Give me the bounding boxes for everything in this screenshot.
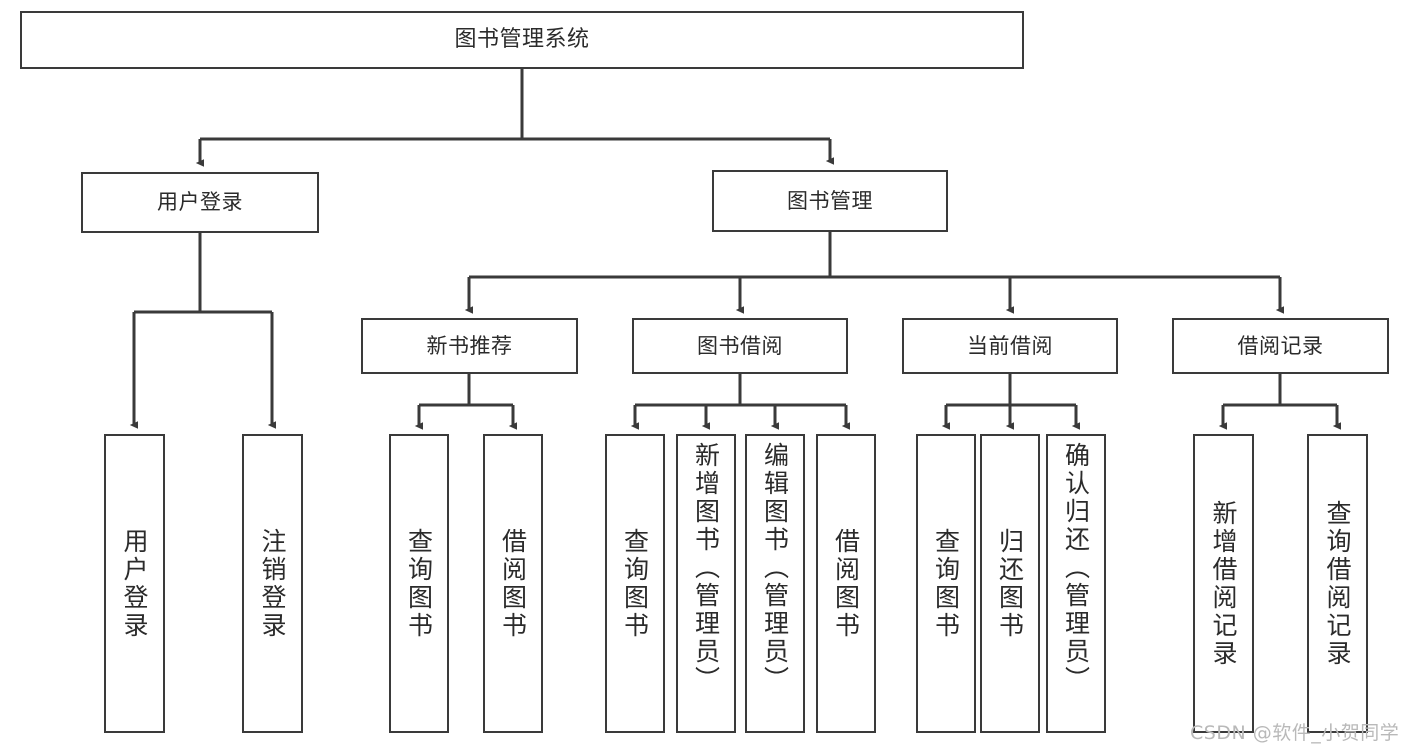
node-leaf_user_login[interactable]: 用户登录: [104, 434, 165, 733]
node-leaf_add_record-label: 新增借阅记录: [1209, 499, 1238, 668]
node-current_borrow-label: 当前借阅: [967, 333, 1053, 358]
node-book_borrow-label: 图书借阅: [697, 333, 783, 358]
node-leaf_borrow_book_1-label: 借阅图书: [498, 527, 528, 640]
node-leaf_query_record[interactable]: 查询借阅记录: [1307, 434, 1368, 733]
node-new_book_rec-label: 新书推荐: [426, 333, 513, 358]
csdn-watermark: CSDN @软件_小贺同学: [1190, 722, 1400, 744]
node-current_borrow[interactable]: 当前借阅: [902, 318, 1118, 374]
node-leaf_confirm_return[interactable]: 确认归还（管理员）: [1046, 434, 1106, 733]
node-leaf_query_book_3[interactable]: 查询图书: [916, 434, 976, 733]
node-leaf_add_book-label: 新增图书（管理员）: [691, 442, 721, 694]
node-leaf_return_book[interactable]: 归还图书: [980, 434, 1040, 733]
node-leaf_edit_book-label: 编辑图书（管理员）: [760, 442, 790, 694]
node-root-label: 图书管理系统: [454, 27, 590, 52]
node-leaf_user_logout-label: 注销登录: [258, 527, 287, 640]
node-leaf_borrow_book_1[interactable]: 借阅图书: [483, 434, 543, 733]
node-leaf_edit_book[interactable]: 编辑图书（管理员）: [745, 434, 805, 733]
node-leaf_confirm_return-label: 确认归还（管理员）: [1061, 442, 1091, 694]
node-new_book_rec[interactable]: 新书推荐: [361, 318, 578, 374]
node-leaf_user_login-label: 用户登录: [120, 527, 149, 640]
node-leaf_query_book_3-label: 查询图书: [931, 527, 961, 640]
node-book_mgmt[interactable]: 图书管理: [712, 170, 948, 232]
node-leaf_user_logout[interactable]: 注销登录: [242, 434, 303, 733]
node-user_login[interactable]: 用户登录: [81, 172, 319, 233]
node-user_login-label: 用户登录: [157, 190, 243, 214]
node-leaf_query_book_2[interactable]: 查询图书: [605, 434, 665, 733]
node-leaf_query_record-label: 查询借阅记录: [1323, 499, 1352, 668]
node-borrow_record[interactable]: 借阅记录: [1172, 318, 1389, 374]
node-leaf_add_book[interactable]: 新增图书（管理员）: [676, 434, 736, 733]
node-leaf_add_record[interactable]: 新增借阅记录: [1193, 434, 1254, 733]
node-leaf_borrow_book_2-label: 借阅图书: [831, 527, 861, 640]
node-borrow_record-label: 借阅记录: [1237, 333, 1324, 358]
node-book_borrow[interactable]: 图书借阅: [632, 318, 848, 374]
node-leaf_query_book_1[interactable]: 查询图书: [389, 434, 449, 733]
node-book_mgmt-label: 图书管理: [787, 188, 873, 213]
node-leaf_query_book_1-label: 查询图书: [404, 527, 434, 640]
node-leaf_return_book-label: 归还图书: [995, 527, 1025, 640]
node-leaf_query_book_2-label: 查询图书: [620, 527, 650, 640]
node-leaf_borrow_book_2[interactable]: 借阅图书: [816, 434, 876, 733]
node-root-system[interactable]: 图书管理系统: [20, 11, 1024, 69]
